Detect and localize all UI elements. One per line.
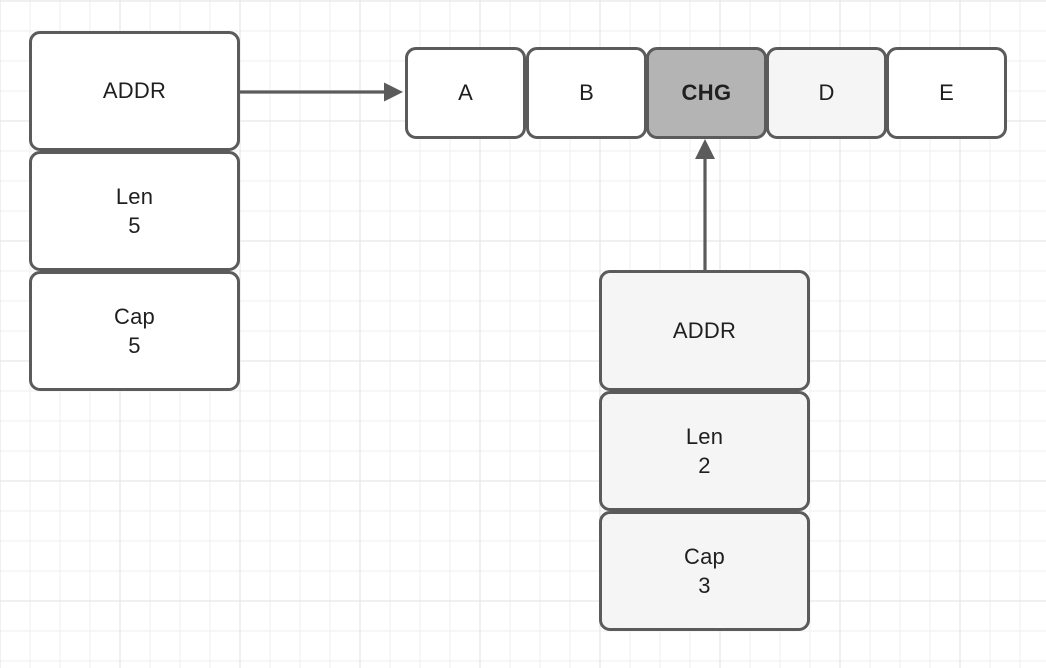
array-cell-chg-label: CHG — [681, 80, 732, 106]
array-cell-e[interactable]: E — [886, 47, 1007, 139]
left-stack-len-label: Len — [115, 183, 154, 209]
left-stack-addr-label: ADDR — [102, 78, 167, 104]
array-cell-d[interactable]: D — [766, 47, 887, 139]
bottom-stack-cap-value: 3 — [698, 573, 711, 598]
array-cell-d-label: D — [818, 80, 835, 106]
arrow-head-horizontal — [384, 82, 403, 102]
bottom-stack-addr-box[interactable]: ADDR — [599, 270, 810, 391]
array-cell-a[interactable]: A — [405, 47, 526, 139]
bottom-stack-len-box[interactable]: Len 2 — [599, 391, 810, 511]
array-cell-chg[interactable]: CHG — [646, 47, 767, 139]
left-stack-cap-value: 5 — [128, 333, 141, 358]
bottom-stack-cap-label: Cap — [684, 543, 725, 569]
bottom-stack-addr-label: ADDR — [672, 317, 737, 343]
left-stack-addr-box[interactable]: ADDR — [29, 31, 240, 151]
arrow-second-addr-to-cell-chg — [695, 139, 715, 270]
array-cell-b-label: B — [579, 80, 594, 106]
left-stack-cap-label: Cap — [114, 303, 155, 329]
bottom-stack-len-label: Len — [685, 423, 724, 449]
array-cell-a-label: A — [458, 80, 473, 106]
left-stack-len-box[interactable]: Len 5 — [29, 151, 240, 271]
bottom-stack-len-value: 2 — [698, 453, 711, 478]
array-cell-b[interactable]: B — [526, 47, 647, 139]
arrow-first-addr-to-cell-a — [240, 82, 403, 102]
arrow-head-vertical — [695, 139, 715, 159]
array-cell-e-label: E — [939, 80, 954, 106]
left-stack-cap-box[interactable]: Cap 5 — [29, 271, 240, 391]
left-stack-len-value: 5 — [128, 213, 141, 238]
bottom-stack-cap-box[interactable]: Cap 3 — [599, 511, 810, 631]
